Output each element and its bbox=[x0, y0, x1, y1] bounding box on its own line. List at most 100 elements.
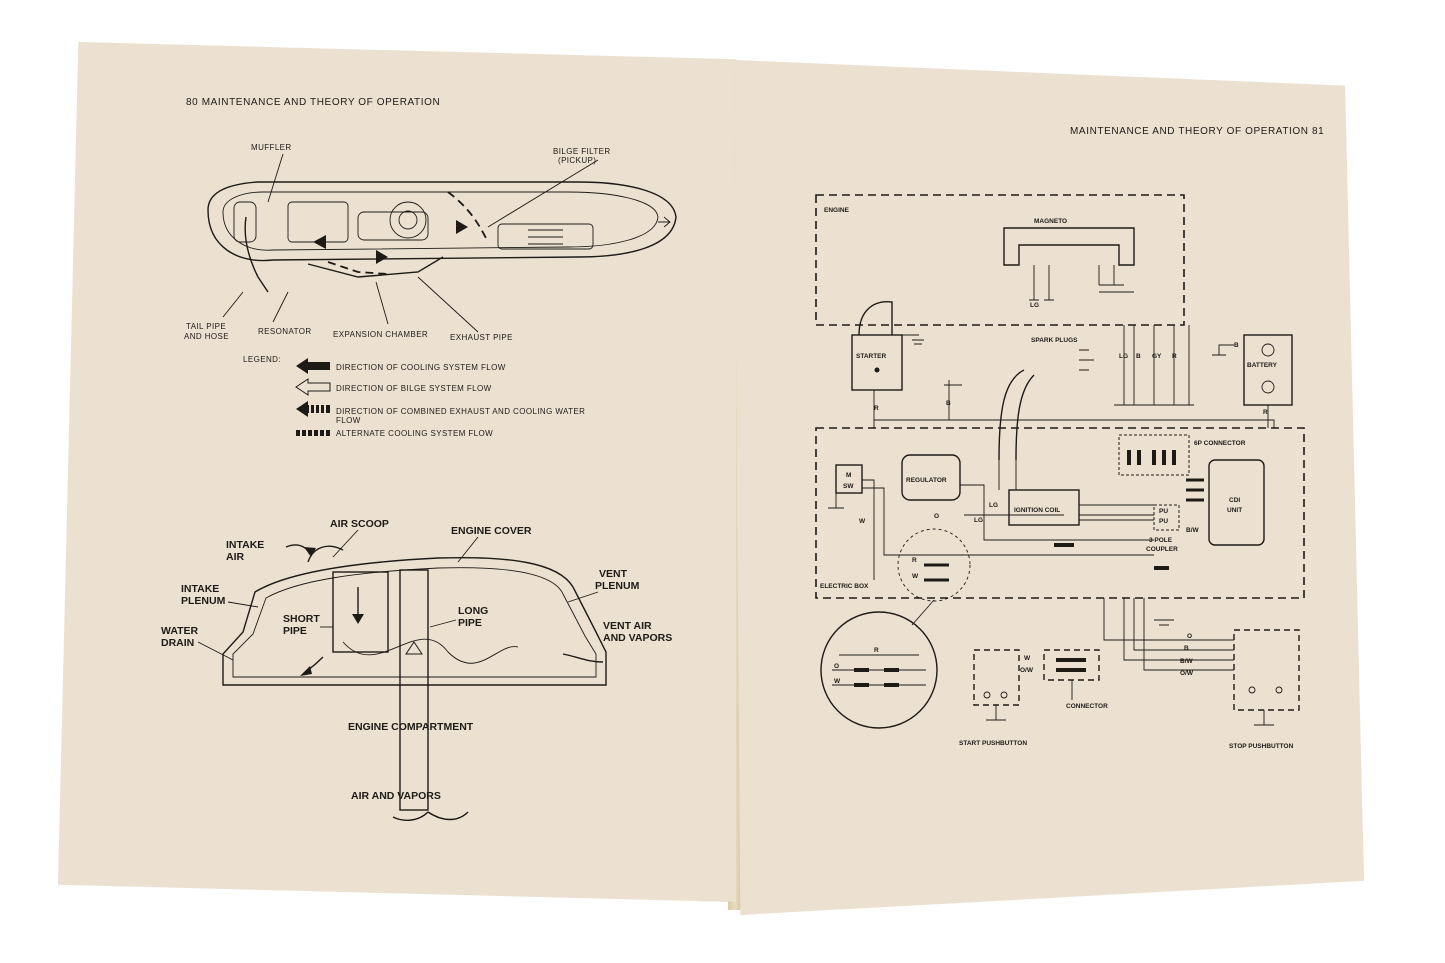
stop-pushbutton-box bbox=[1233, 629, 1300, 711]
label-vent-plenum-1: VENT bbox=[599, 568, 628, 580]
label-six-p-connector: 6P CONNECTOR bbox=[1194, 440, 1246, 447]
legend-bilge-arrow bbox=[295, 378, 331, 396]
short-pipe-shape bbox=[332, 571, 389, 653]
long-pipe-shape bbox=[399, 569, 429, 811]
legend: LEGEND: DIRECTION OF COOLING SYSTEM FLOW… bbox=[243, 355, 585, 438]
label-stop-pushbutton: STOP PUSHBUTTON bbox=[1229, 743, 1294, 750]
legend-item-cooling: DIRECTION OF COOLING SYSTEM FLOW bbox=[336, 363, 506, 372]
label-water-drain-2: DRAIN bbox=[161, 637, 194, 649]
wire-code-b-4: B bbox=[1184, 645, 1189, 652]
label-short-pipe-1: SHORT bbox=[283, 613, 320, 625]
starter-box bbox=[851, 334, 903, 391]
label-expansion-chamber: EXPANSION CHAMBER bbox=[333, 330, 428, 339]
label-ignition-coil: IGNITION COIL bbox=[1014, 507, 1060, 514]
magneto-shape bbox=[1003, 227, 1135, 266]
label-starter: STARTER bbox=[856, 353, 887, 360]
label-air-scoop: AIR SCOOP bbox=[330, 518, 389, 530]
label-tail-pipe-1: TAIL PIPE bbox=[186, 322, 226, 331]
starter-motor-shape bbox=[858, 301, 893, 336]
label-bilge-filter: BILGE FILTER bbox=[553, 147, 611, 156]
label-intake-plenum-1: INTAKE bbox=[181, 583, 219, 595]
cdi-unit-box bbox=[1208, 459, 1265, 546]
label-spark-plugs: SPARK PLUGS bbox=[1031, 337, 1078, 344]
label-intake-air-2: AIR bbox=[226, 551, 245, 563]
wire-code-lg-1: LG bbox=[1030, 302, 1039, 309]
label-vent-plenum-2: PLENUM bbox=[595, 580, 640, 592]
wire-code-ow-1: O/W bbox=[1020, 667, 1034, 674]
exhaust-pipe-shape bbox=[307, 256, 444, 278]
label-regulator: REGULATOR bbox=[906, 477, 947, 484]
left-page-drawing: 80 MAINTENANCE AND THEORY OF OPERATION M… bbox=[161, 97, 677, 821]
left-page-header: 80 MAINTENANCE AND THEORY OF OPERATION bbox=[186, 97, 440, 108]
wire-code-o-1: O bbox=[934, 513, 939, 520]
left-page: 80 MAINTENANCE AND THEORY OF OPERATION M… bbox=[58, 42, 736, 902]
wire-code-lg-2: LG bbox=[1119, 353, 1128, 360]
label-three-pole-2: COUPLER bbox=[1146, 546, 1178, 553]
legend-combined-arrow bbox=[296, 401, 330, 417]
hull-outline bbox=[207, 181, 677, 262]
ignition-coil-box bbox=[1008, 489, 1080, 526]
wire-code-r-5: R bbox=[874, 647, 879, 654]
label-electric-box: ELECTRIC BOX bbox=[820, 583, 869, 590]
label-exhaust-pipe: EXHAUST PIPE bbox=[450, 333, 513, 342]
wire-code-r-1: R bbox=[1172, 353, 1177, 360]
wire-code-lg-4: LG bbox=[974, 517, 983, 524]
detail-magnifier bbox=[820, 611, 938, 729]
wire-code-pu-1: PU bbox=[1159, 508, 1168, 515]
wire-code-lg-3: LG bbox=[989, 502, 998, 509]
wire-code-gy: GY bbox=[1152, 353, 1162, 360]
label-engine: ENGINE bbox=[824, 207, 850, 214]
label-air-and-vapors: AIR AND VAPORS bbox=[351, 790, 441, 802]
muffler-shape bbox=[233, 201, 257, 243]
cooling-system-diagram: MUFFLER BILGE FILTER (PICKUP) TAIL PIPE … bbox=[184, 143, 677, 342]
regulator-box bbox=[901, 454, 961, 501]
legend-item-combined: DIRECTION OF COMBINED EXHAUST AND COOLIN… bbox=[336, 407, 585, 416]
legend-cooling-arrow bbox=[296, 358, 330, 374]
wire-code-pu-2: PU bbox=[1159, 518, 1168, 525]
label-vent-air-2: AND VAPORS bbox=[603, 632, 672, 644]
legend-title: LEGEND: bbox=[243, 355, 281, 364]
label-three-pole-1: 3 POLE bbox=[1149, 537, 1173, 544]
air-scoop-shape bbox=[307, 545, 344, 563]
label-vent-air-1: VENT AIR bbox=[603, 620, 652, 632]
engine-box bbox=[815, 194, 1185, 326]
label-start-pushbutton: START PUSHBUTTON bbox=[959, 740, 1027, 747]
label-magneto: MAGNETO bbox=[1034, 218, 1067, 225]
connector-box bbox=[1043, 649, 1100, 681]
bilge-line bbox=[447, 191, 489, 243]
label-long-pipe-2: PIPE bbox=[458, 617, 482, 629]
wire-code-bw-1: B/W bbox=[1186, 527, 1200, 534]
label-engine-compartment: ENGINE COMPARTMENT bbox=[348, 721, 474, 733]
spark-plug-leads bbox=[998, 369, 1035, 461]
label-battery: BATTERY bbox=[1247, 362, 1278, 369]
wire-code-w-2: W bbox=[912, 573, 919, 580]
label-intake-plenum-2: PLENUM bbox=[181, 595, 226, 607]
label-water-drain-1: WATER bbox=[161, 625, 199, 637]
label-intake-air-1: INTAKE bbox=[226, 539, 264, 551]
wire-code-o-2: O bbox=[834, 663, 839, 670]
label-engine-cover: ENGINE COVER bbox=[451, 525, 532, 537]
six-p-connector-box bbox=[1118, 434, 1190, 476]
three-pole-coupler-box bbox=[1153, 504, 1180, 531]
m-sw-box bbox=[835, 464, 863, 494]
ventilation-diagram: AIR SCOOP ENGINE COVER INTAKE AIR INTAKE… bbox=[161, 518, 672, 821]
right-page-header: MAINTENANCE AND THEORY OF OPERATION 81 bbox=[1070, 126, 1324, 137]
battery-box bbox=[1243, 334, 1293, 406]
wire-code-r-4: R bbox=[912, 557, 917, 564]
label-tail-pipe-2: AND HOSE bbox=[184, 332, 229, 341]
label-long-pipe-1: LONG bbox=[458, 605, 488, 617]
electric-box bbox=[815, 427, 1305, 599]
wire-code-r-2: R bbox=[874, 405, 879, 412]
tail-pipe bbox=[244, 216, 269, 293]
wire-code-b-3: B bbox=[1234, 342, 1239, 349]
label-connector: CONNECTOR bbox=[1066, 703, 1108, 710]
right-page: MAINTENANCE AND THEORY OF OPERATION 81 E… bbox=[734, 60, 1364, 915]
label-cdi-1: CDI bbox=[1229, 497, 1240, 504]
wire-code-r-3: R bbox=[1263, 409, 1268, 416]
legend-item-alternate: ALTERNATE COOLING SYSTEM FLOW bbox=[336, 429, 493, 438]
wire-code-ow-2: O/W bbox=[1180, 670, 1194, 677]
right-page-drawing: MAINTENANCE AND THEORY OF OPERATION 81 E… bbox=[815, 126, 1324, 750]
wire-code-b-1: B bbox=[1136, 353, 1141, 360]
label-resonator: RESONATOR bbox=[258, 327, 312, 336]
label-muffler: MUFFLER bbox=[251, 143, 292, 152]
